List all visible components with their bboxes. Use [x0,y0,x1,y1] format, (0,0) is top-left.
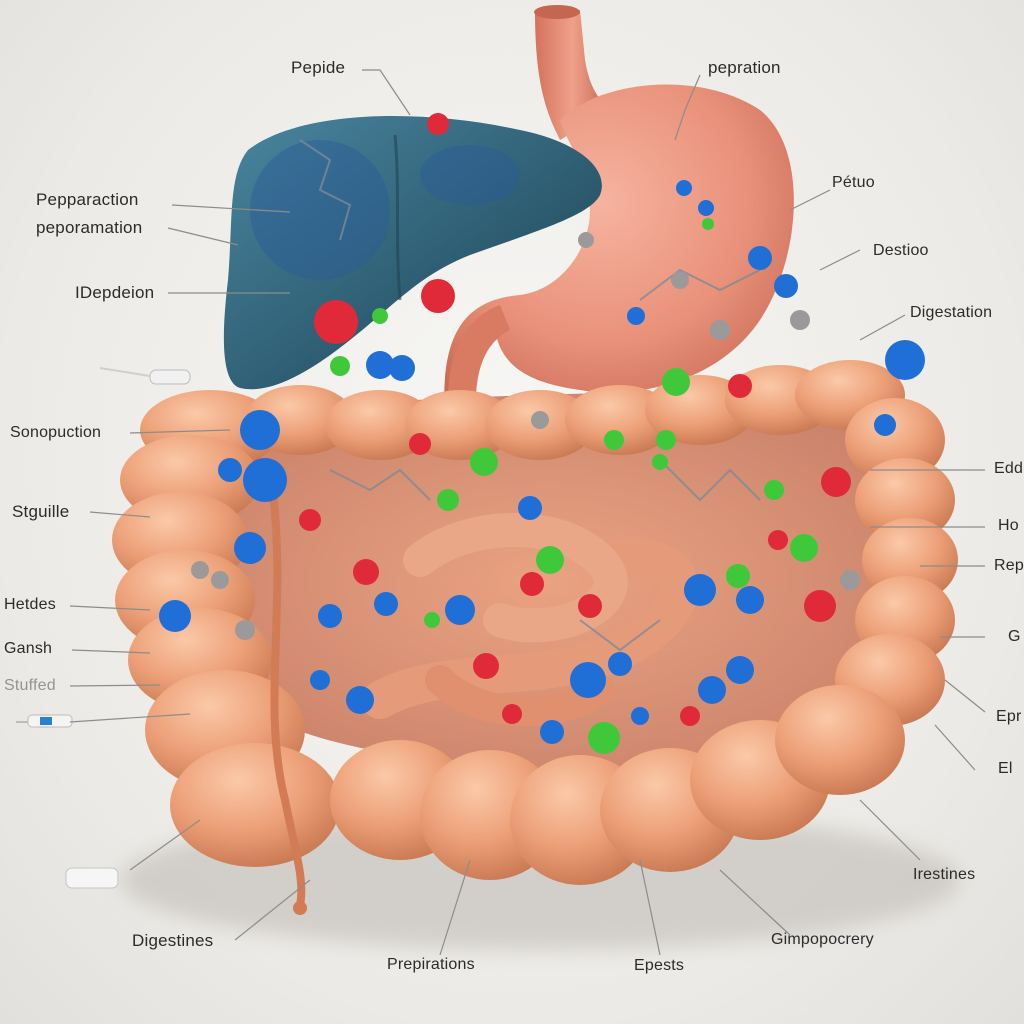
label-epr: Epr [996,708,1022,725]
large-intestine [112,360,958,915]
label-el: El [998,760,1013,777]
label-preparation-top: pepration [708,58,781,77]
label-rep: Rep [994,557,1024,574]
label-stuffed: Stuffed [4,677,56,694]
label-sonopuction: Sonopuction [10,424,102,441]
leader-lines [69,69,986,956]
label-digestation: Digestation [910,304,993,321]
label-gansh: Gansh [4,640,53,657]
label-stguille: Stguille [12,502,70,521]
label-g: G [1008,628,1021,645]
stomach [444,84,794,421]
label-edd: Edd [994,460,1024,477]
label-destioo: Destioo [873,242,929,259]
label-idepdeion: IDepdeion [75,283,155,302]
label-gimpopocrery: Gimpopocrery [771,931,874,948]
syringe-left [16,714,73,728]
label-petuo: Pétuo [832,174,875,191]
label-peporamation: peporamation [36,218,143,237]
label-hetdes: Hetdes [4,596,56,613]
label-pepparaction: Pepparaction [36,190,139,209]
label-irestines: Irestines [913,866,976,883]
molecule-cluster [159,113,925,754]
vial-left-bottom [65,867,119,889]
floor-shadow [120,810,960,950]
label-digestines: Digestines [132,931,214,950]
label-prepirations: Prepirations [387,956,475,973]
label-peptide-top: Pepide [291,58,346,77]
label-ho: Ho [998,517,1019,534]
label-epests: Epests [634,957,685,974]
vial-left-top [99,367,191,385]
